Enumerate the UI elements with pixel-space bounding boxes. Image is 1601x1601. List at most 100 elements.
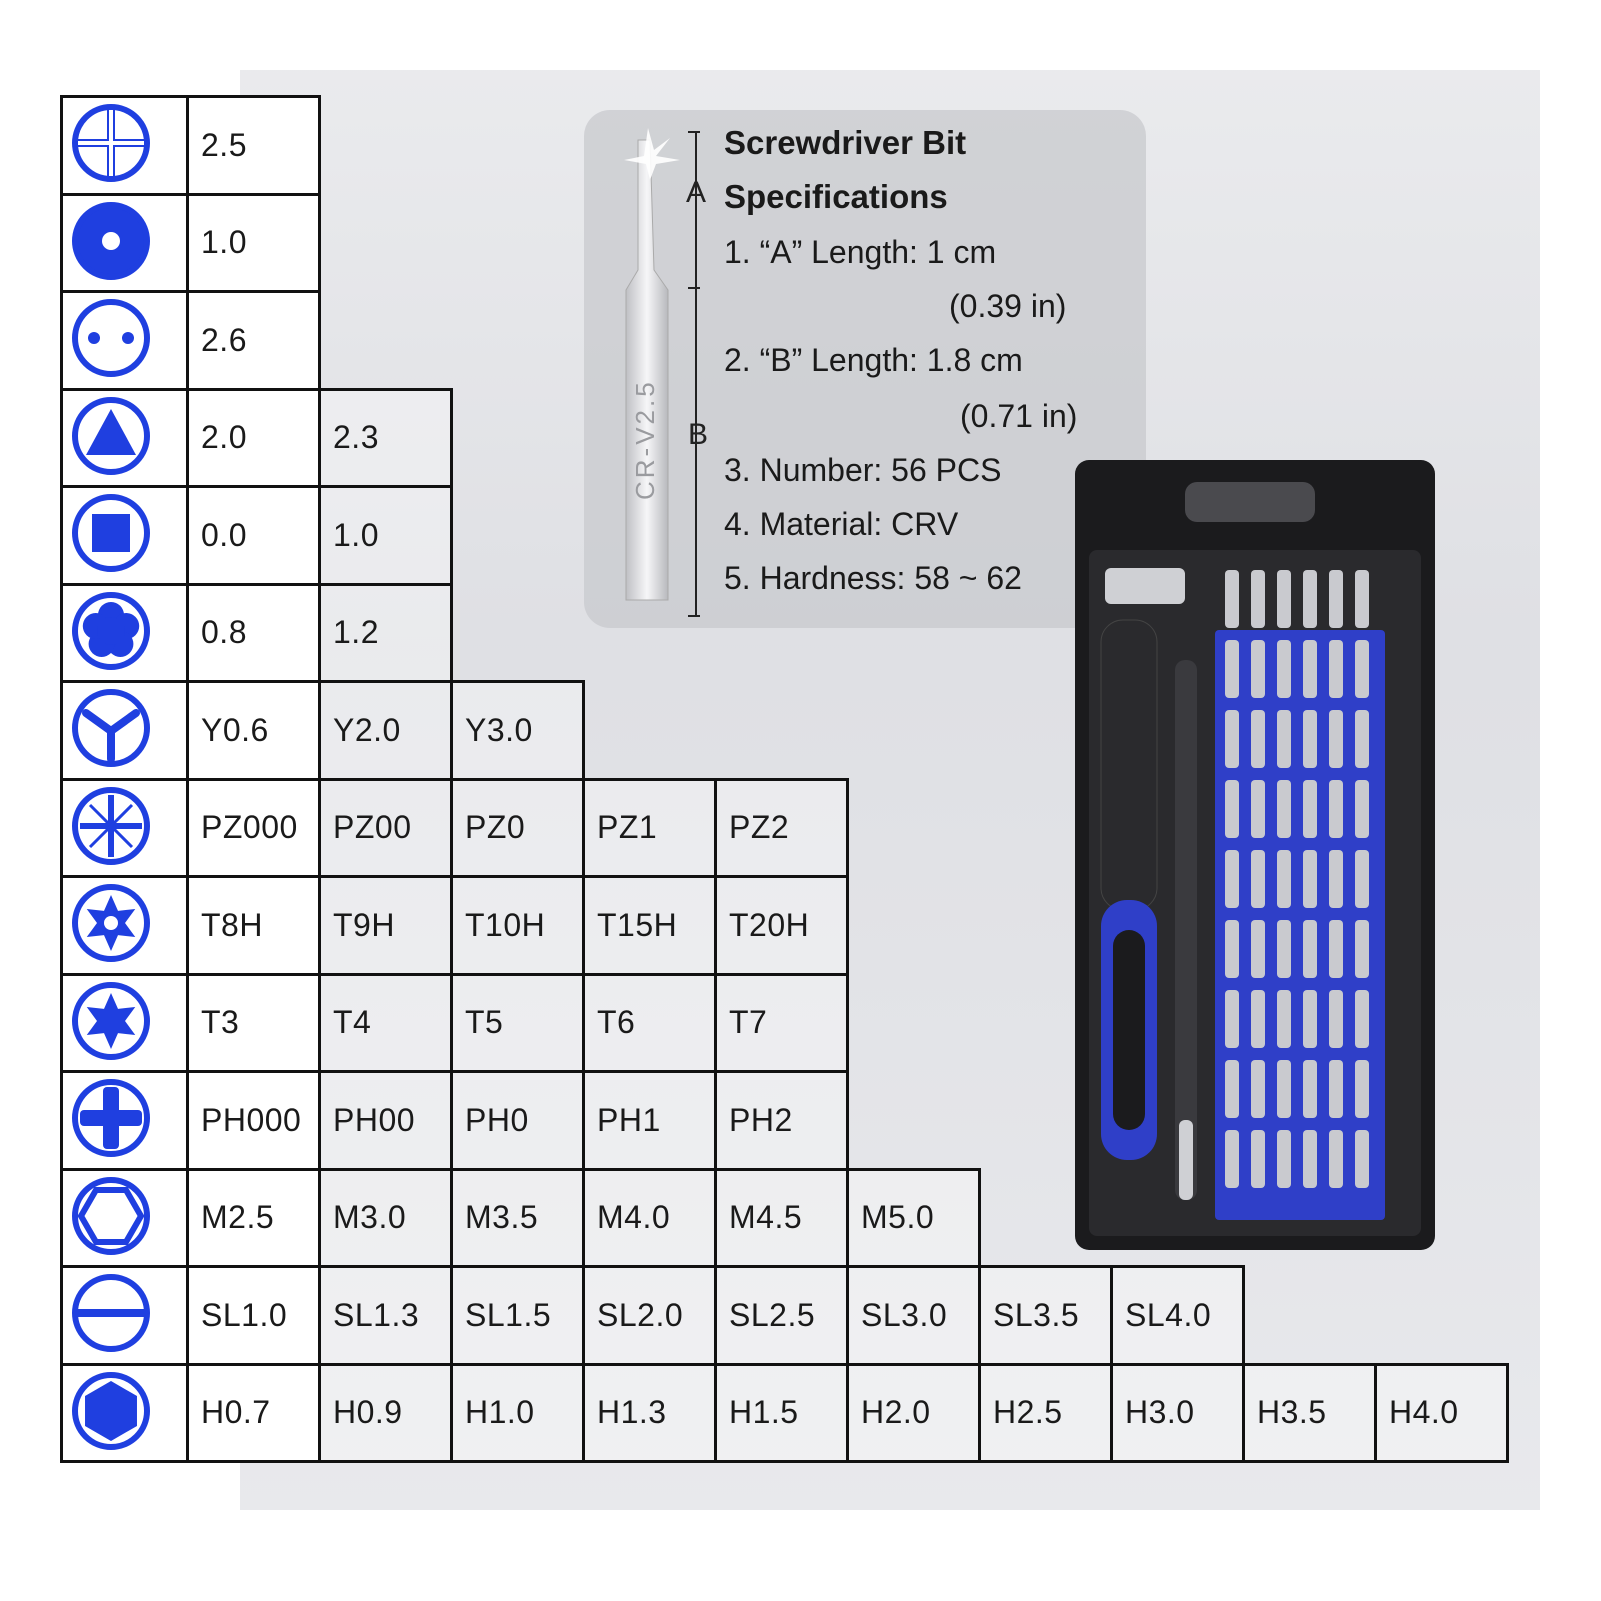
- bit-size-cell: M5.0: [846, 1167, 981, 1268]
- bit-size-cell: M3.5: [450, 1167, 585, 1268]
- spec-line-a-inches: (0.39 in): [949, 288, 1067, 324]
- kit-bit: [1303, 570, 1317, 628]
- bit-size-label: M3.5: [465, 1199, 539, 1236]
- screwdriver-bit-illustration: CR-V2.5: [624, 128, 700, 617]
- bit-size-cell: SL2.0: [582, 1265, 717, 1366]
- bit-size-cell: PZ00: [318, 777, 453, 878]
- bit-size-label: H1.3: [597, 1394, 667, 1431]
- bit-size-label: 2.5: [201, 126, 247, 163]
- bit-size-label: SL3.0: [861, 1296, 948, 1333]
- kit-bit: [1329, 920, 1343, 978]
- kit-bit: [1329, 570, 1343, 628]
- bit-size-cell: SL1.3: [318, 1265, 453, 1366]
- bit-size-cell: SL1.0: [186, 1265, 321, 1366]
- kit-bit: [1303, 990, 1317, 1048]
- kit-bit: [1355, 990, 1369, 1048]
- kit-bit: [1277, 710, 1291, 768]
- bit-size-cell: H4.0: [1374, 1362, 1509, 1463]
- spec-title-line2: Specifications: [724, 178, 948, 215]
- kit-bit: [1251, 570, 1265, 628]
- triangle-icon: [72, 396, 150, 475]
- pozidriv-icon: [60, 777, 189, 878]
- bit-size-cell: T9H: [318, 875, 453, 976]
- torx-security-icon: [72, 884, 150, 962]
- bit-size-cell: 0.0: [186, 485, 321, 586]
- bit-size-label: M2.5: [201, 1199, 275, 1236]
- bit-size-label: 2.3: [333, 419, 379, 456]
- cross-split-icon: [60, 95, 189, 196]
- bit-size-label: M4.5: [729, 1199, 803, 1236]
- bit-size-label: SL2.0: [597, 1296, 684, 1333]
- bit-size-cell: PZ0: [450, 777, 585, 878]
- bit-size-cell: M4.0: [582, 1167, 717, 1268]
- dimension-label-a: A: [686, 176, 707, 209]
- bit-size-label: H1.5: [729, 1394, 799, 1431]
- cross-split-icon: [72, 104, 150, 182]
- square-icon: [60, 485, 189, 586]
- bit-size-cell: H2.0: [846, 1362, 981, 1463]
- bit-size-label: M5.0: [861, 1199, 935, 1236]
- spec-line-a-length: 1. “A” Length: 1 cm: [724, 234, 997, 270]
- bit-size-label: Y3.0: [465, 711, 533, 748]
- bit-size-cell: T10H: [450, 875, 585, 976]
- bit-size-label: 1.0: [333, 516, 379, 553]
- kit-bit: [1251, 990, 1265, 1048]
- slotted-icon: [60, 1265, 189, 1366]
- bit-size-label: SL1.3: [333, 1296, 420, 1333]
- bit-size-label: PZ2: [729, 809, 790, 846]
- triangle-icon: [60, 387, 189, 488]
- bit-size-label: H3.5: [1257, 1394, 1327, 1431]
- bit-size-label: PH000: [201, 1101, 302, 1138]
- bit-size-cell: 1.2: [318, 582, 453, 683]
- bit-size-cell: SL3.5: [978, 1265, 1113, 1366]
- bit-size-cell: H1.3: [582, 1362, 717, 1463]
- bit-size-cell: Y2.0: [318, 680, 453, 781]
- kit-bit: [1303, 710, 1317, 768]
- bit-size-label: T4: [333, 1004, 372, 1041]
- bit-size-cell: M2.5: [186, 1167, 321, 1268]
- kit-bit: [1225, 1060, 1239, 1118]
- bit-size-label: H0.9: [333, 1394, 403, 1431]
- bit-size-label: SL4.0: [1125, 1296, 1212, 1333]
- bit-size-cell: Y0.6: [186, 680, 321, 781]
- bit-size-cell: T4: [318, 972, 453, 1073]
- screwdriver-kit-case: [1075, 460, 1435, 1250]
- bit-size-label: PH00: [333, 1101, 416, 1138]
- bit-size-cell: 1.0: [318, 485, 453, 586]
- torx-icon: [60, 972, 189, 1073]
- bit-size-label: T6: [597, 1004, 636, 1041]
- bit-size-cell: 2.0: [186, 387, 321, 488]
- bit-size-label: PZ00: [333, 809, 412, 846]
- spec-title-line1: Screwdriver Bit: [724, 124, 967, 161]
- kit-bit: [1355, 1060, 1369, 1118]
- bit-size-label: PZ1: [597, 809, 658, 846]
- bit-size-cell: SL1.5: [450, 1265, 585, 1366]
- bit-size-label: SL3.5: [993, 1296, 1080, 1333]
- kit-bit: [1355, 920, 1369, 978]
- kit-bit: [1355, 780, 1369, 838]
- bit-size-cell: Y3.0: [450, 680, 585, 781]
- bit-size-cell: H3.5: [1242, 1362, 1377, 1463]
- torx-security-icon: [60, 875, 189, 976]
- bit-size-cell: T8H: [186, 875, 321, 976]
- bit-size-label: T7: [729, 1004, 768, 1041]
- bit-size-label: T3: [201, 1004, 240, 1041]
- kit-bit: [1277, 570, 1291, 628]
- spec-card: CR-V2.5 A B Screwdriver Bit Specificatio…: [584, 110, 1146, 628]
- bit-size-cell: PH1: [582, 1070, 717, 1171]
- bit-size-cell: H1.0: [450, 1362, 585, 1463]
- bit-size-label: 2.0: [201, 419, 247, 456]
- kit-bit: [1277, 850, 1291, 908]
- bit-size-label: M4.0: [597, 1199, 671, 1236]
- kit-bit: [1329, 990, 1343, 1048]
- kit-bit: [1277, 640, 1291, 698]
- bit-size-label: 1.0: [201, 224, 247, 261]
- bit-size-cell: H3.0: [1110, 1362, 1245, 1463]
- kit-bit: [1329, 850, 1343, 908]
- kit-bit: [1329, 640, 1343, 698]
- tri-wing-icon: [60, 680, 189, 781]
- bit-size-cell: PH2: [714, 1070, 849, 1171]
- bit-size-cell: PZ2: [714, 777, 849, 878]
- bit-size-cell: H2.5: [978, 1362, 1113, 1463]
- pentalobe-icon: [60, 582, 189, 683]
